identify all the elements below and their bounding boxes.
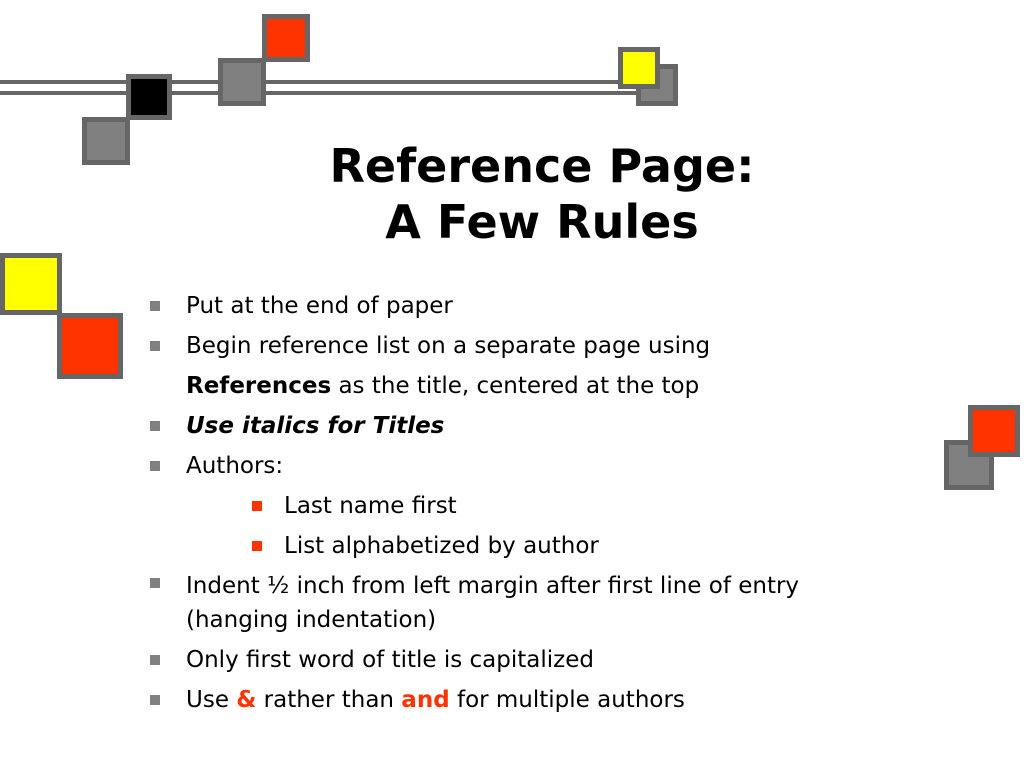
sub-list-item: List alphabetized by author: [146, 526, 906, 566]
sub-list-item: Last name first: [146, 486, 906, 526]
decorative-line: [0, 91, 668, 95]
list-item: Authors:: [146, 446, 906, 486]
list-item: Put at the end of paper: [146, 286, 906, 326]
list-item: Begin reference list on a separate page …: [146, 326, 906, 366]
list-item-text: Put at the end of paper: [186, 293, 453, 319]
decorative-square-red: [262, 14, 310, 62]
square-bullet-icon: [150, 301, 160, 311]
list-item-text-bold: References: [186, 373, 332, 399]
ampersand-highlight: &: [236, 687, 257, 713]
list-item-text: Only first word of title is capitalized: [186, 647, 594, 673]
square-bullet-icon: [150, 341, 160, 351]
title-line-2: A Few Rules: [385, 195, 699, 249]
sub-list-item-text: Last name first: [284, 493, 457, 519]
slide-title: Reference Page: A Few Rules: [200, 138, 884, 250]
decorative-square-black: [126, 74, 172, 120]
decorative-square-yellow: [618, 47, 660, 89]
list-item-text: Use: [186, 687, 237, 713]
sub-list-item-text: List alphabetized by author: [284, 533, 599, 559]
decorative-square-red: [968, 405, 1020, 457]
list-item-text: Authors:: [186, 453, 284, 479]
list-item-text-bold-italic: Use italics for Titles: [186, 413, 445, 439]
square-bullet-icon: [252, 541, 262, 551]
list-item-text: for multiple authors: [449, 687, 685, 713]
list-item-text: rather than: [256, 687, 402, 713]
list-item: Use italics for Titles: [146, 406, 906, 446]
list-item: Indent ½ inch from left margin after fir…: [146, 566, 906, 640]
square-bullet-icon: [150, 655, 160, 665]
and-highlight: and: [401, 687, 450, 713]
list-item-text: as the title, centered at the top: [331, 373, 700, 399]
list-item-text: Indent ½ inch from left margin after fir…: [186, 573, 800, 633]
square-bullet-icon: [150, 578, 160, 588]
square-bullet-icon: [150, 695, 160, 705]
bullet-list: Put at the end of paper Begin reference …: [146, 286, 906, 720]
list-item: Use & rather than and for multiple autho…: [146, 680, 906, 720]
decorative-line: [0, 80, 668, 84]
square-bullet-icon: [150, 421, 160, 431]
square-bullet-icon: [150, 461, 160, 471]
title-line-1: Reference Page:: [329, 139, 755, 193]
decorative-square-yellow: [0, 253, 62, 315]
decorative-square-gray: [218, 58, 266, 106]
list-item-continuation: References as the title, centered at the…: [146, 366, 906, 406]
decorative-square-red: [57, 313, 123, 379]
square-bullet-icon: [252, 501, 262, 511]
decorative-square-gray: [82, 117, 130, 165]
list-item: Only first word of title is capitalized: [146, 640, 906, 680]
list-item-text: Begin reference list on a separate page …: [186, 333, 711, 359]
